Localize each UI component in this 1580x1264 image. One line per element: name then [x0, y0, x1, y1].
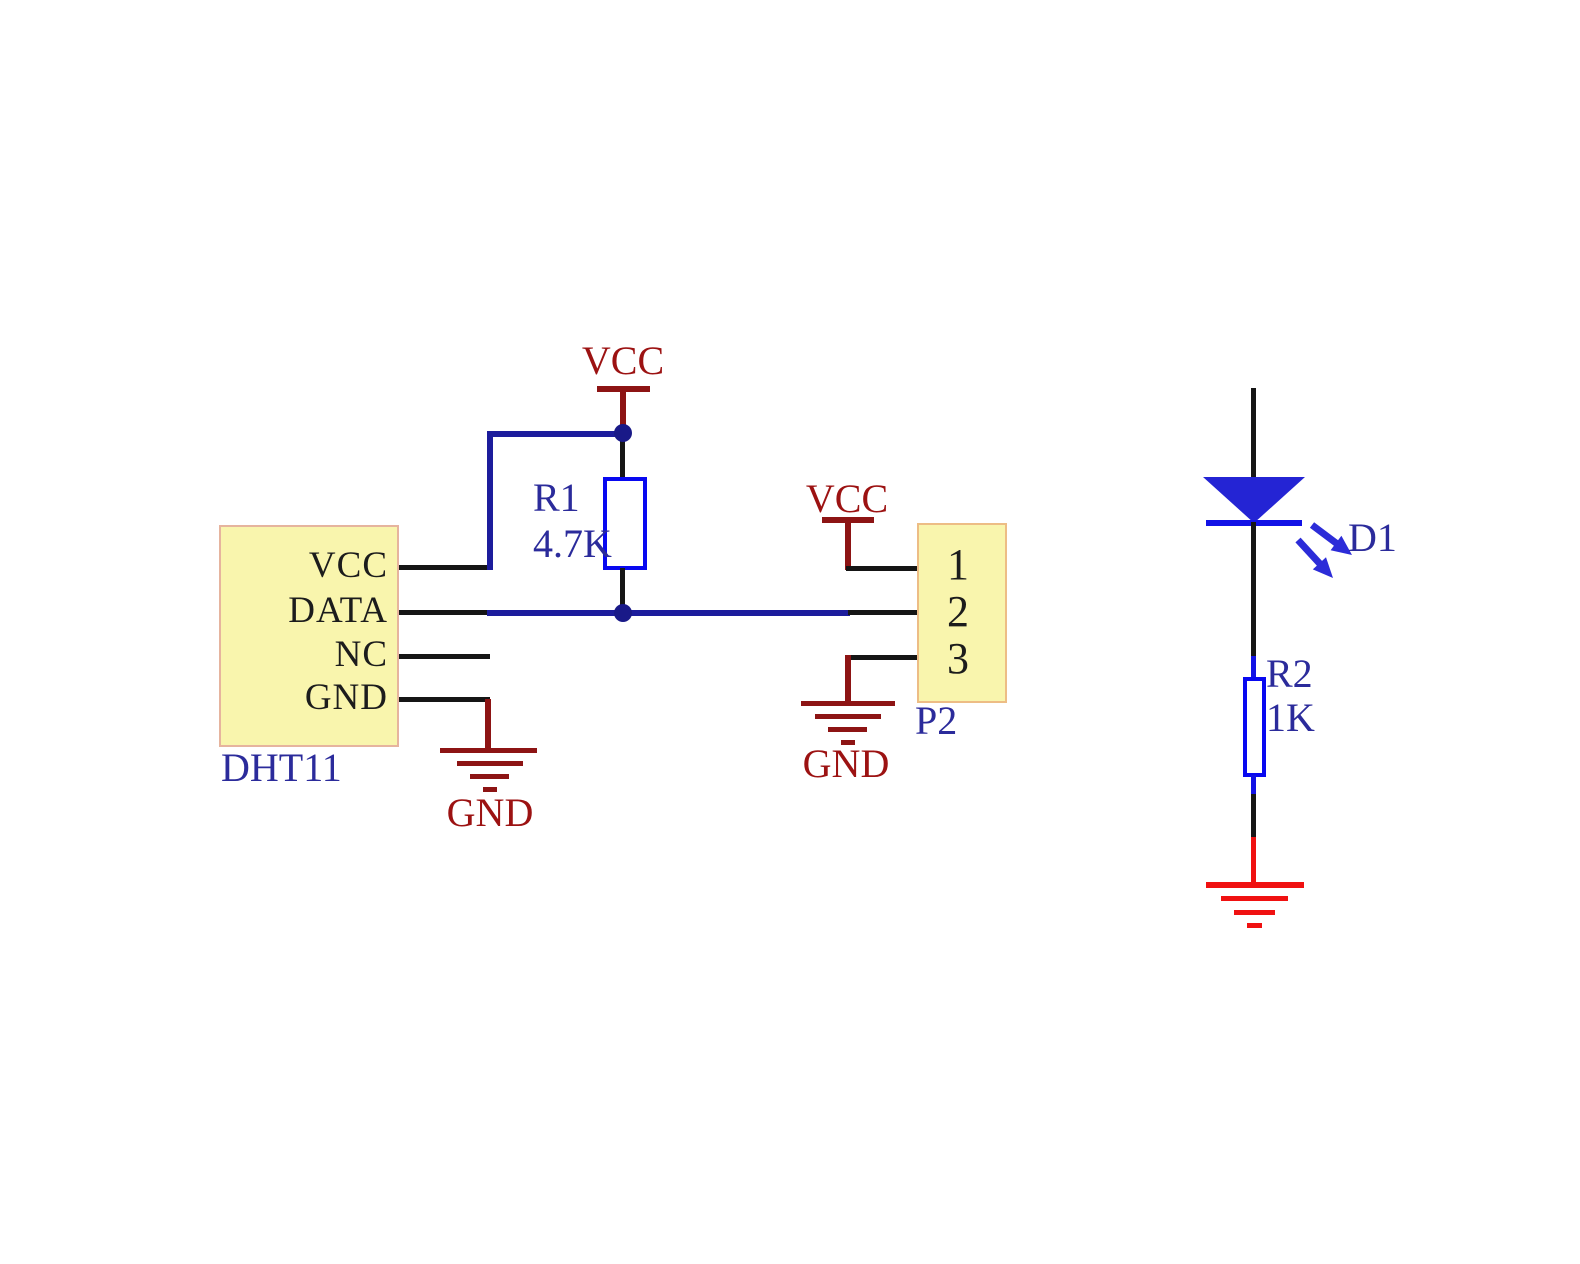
dht11-component-body	[219, 525, 399, 747]
ground-p2-bar1	[801, 701, 895, 706]
wire-vcc-net-vertical	[487, 431, 493, 570]
r2-value: 1K	[1266, 695, 1315, 740]
vcc-symbol-p2-stem	[845, 521, 851, 570]
wire-p2-pin1	[846, 566, 918, 571]
wire-r2-to-ground	[1251, 794, 1256, 839]
dht11-designator: DHT11	[221, 745, 342, 790]
p2-pin-number-1: 1	[947, 540, 969, 589]
vcc-symbol-r1-bar	[597, 386, 650, 392]
dht11-pin-label-data: DATA	[288, 590, 388, 631]
wire-dht11-gnd-stub	[399, 697, 490, 702]
wire-led-to-r2	[1251, 522, 1256, 658]
vcc-symbol-p2-bar	[822, 517, 874, 523]
ground-dht11-bar1	[440, 748, 537, 753]
p2-pin-number-2: 2	[947, 587, 969, 636]
resistor-r2-body	[1243, 677, 1266, 777]
ground-dht11-bar4	[483, 787, 497, 792]
wire-dht11-vcc-stub	[399, 565, 490, 570]
vcc-label-p2: VCC	[805, 476, 889, 521]
wire-data-net	[487, 610, 850, 616]
dht11-pin-label-vcc: VCC	[308, 545, 388, 586]
junction-dot-vcc	[614, 424, 632, 442]
ground-r2-bar4	[1247, 923, 1262, 928]
p2-pin-number-3: 3	[947, 634, 969, 683]
wire-p2-pin2	[848, 610, 918, 615]
wire-r1-bottom	[620, 568, 625, 612]
p2-connector-body	[917, 523, 1007, 703]
wire-dht11-nc-stub	[399, 654, 490, 659]
ground-p2-bar4	[841, 740, 855, 745]
wire-dht11-data-stub	[399, 610, 489, 615]
ground-r2-bar3	[1234, 910, 1275, 915]
d1-designator: D1	[1348, 515, 1397, 560]
dht11-pin-label-gnd: GND	[304, 677, 388, 718]
ground-r2-bar1	[1206, 882, 1304, 888]
wire-led-anode	[1251, 388, 1256, 478]
r1-value: 4.7K	[533, 521, 612, 566]
r2-designator: R2	[1266, 651, 1313, 696]
junction-dot-data	[614, 604, 632, 622]
wire-r2-top-stub	[1251, 656, 1256, 680]
ground-r2-bar2	[1221, 896, 1288, 901]
led-triangle	[1203, 477, 1305, 523]
ground-p2-bar2	[815, 714, 881, 719]
ground-dht11-stem	[485, 699, 491, 751]
ground-p2-stem	[845, 655, 851, 703]
p2-designator: P2	[915, 698, 958, 743]
led-light-arrows-icon	[1295, 522, 1352, 578]
ground-p2-bar3	[828, 727, 867, 732]
wire-r1-top	[620, 433, 625, 479]
vcc-symbol-r1-stem	[620, 390, 626, 433]
wire-vcc-net-horizontal	[487, 431, 625, 437]
vcc-label-r1: VCC	[581, 338, 665, 383]
r1-designator: R1	[533, 475, 580, 520]
gnd-label-dht11: GND	[446, 790, 534, 835]
wire-r2-bottom-stub	[1251, 775, 1256, 797]
ground-r2-stem	[1251, 837, 1256, 885]
dht11-pin-label-nc: NC	[334, 634, 388, 675]
wire-p2-pin3	[846, 655, 918, 660]
gnd-label-p2: GND	[802, 741, 890, 786]
resistor-r1-body	[603, 477, 647, 570]
ground-dht11-bar3	[470, 774, 509, 779]
ground-dht11-bar2	[457, 761, 523, 766]
